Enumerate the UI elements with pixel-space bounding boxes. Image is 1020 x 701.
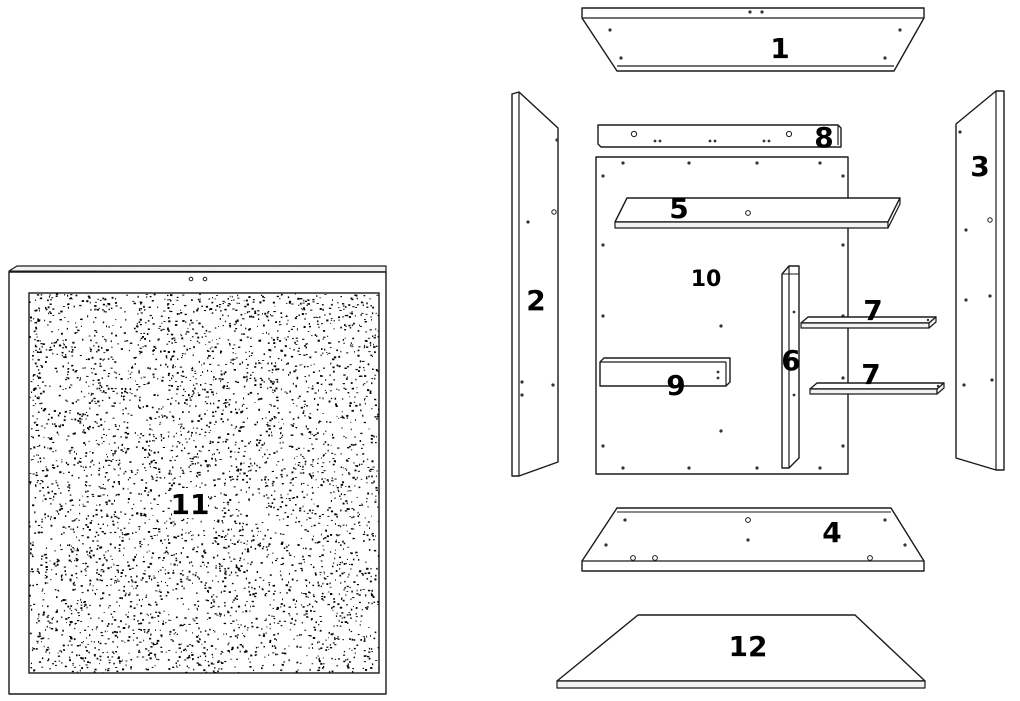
part-label-12: 12 — [729, 630, 768, 663]
part-label-7-lower: 7 — [861, 358, 880, 391]
part-label-6: 6 — [781, 344, 800, 377]
part-label-2: 2 — [526, 284, 545, 317]
back-panel-holes — [601, 161, 845, 470]
part-7-small-shelf-upper: 7 — [800, 294, 937, 329]
part-8-top-rail: 8 — [597, 121, 842, 154]
part-label-7-upper: 7 — [863, 294, 882, 327]
part-label-11: 11 — [171, 488, 210, 521]
part-label-5: 5 — [669, 192, 688, 225]
part-5-upper-shelf: 5 — [614, 192, 901, 229]
part-1-top-panel: 1 — [581, 7, 925, 72]
part-6-vertical-divider: 6 — [781, 265, 801, 469]
part-12-base-plate: 12 — [556, 614, 926, 689]
part-label-4: 4 — [822, 516, 841, 549]
part-3-right-side: 3 — [955, 90, 1005, 471]
part-4-bottom-panel: 4 — [581, 507, 925, 572]
part-label-3: 3 — [970, 150, 989, 183]
part-7-small-shelf-lower: 7 — [809, 358, 945, 395]
part-label-8: 8 — [814, 121, 833, 154]
part-label-10: 10 — [691, 267, 722, 292]
part-9-block: 9 — [599, 357, 731, 402]
part-11-mirror-door: 11 — [8, 265, 387, 695]
mirror-speckle-texture — [29, 293, 379, 673]
part-label-1: 1 — [770, 32, 789, 65]
part-2-left-side: 2 — [511, 91, 559, 477]
part-label-9: 9 — [666, 369, 685, 402]
